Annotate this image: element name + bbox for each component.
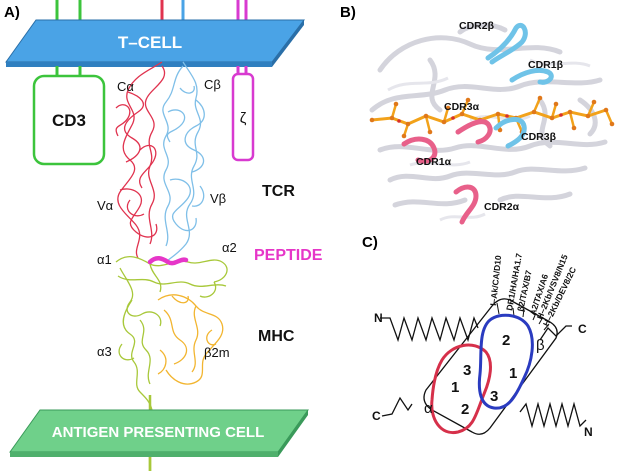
cdr2a-label: CDR2α xyxy=(484,201,520,213)
b2m-chain xyxy=(157,294,224,385)
alpha-symbol: α xyxy=(424,400,433,417)
beta-cdr-2: 2 xyxy=(502,332,510,349)
tcr-label: TCR xyxy=(262,183,295,200)
complex-label-1: I–Ak/CA/D10 xyxy=(488,255,503,307)
cdr1a-label: CDR1α xyxy=(416,156,452,168)
peptide-strand xyxy=(147,256,189,266)
cd3-box xyxy=(32,74,106,166)
alpha2-label: α2 xyxy=(222,240,237,255)
alpha-cdr-3: 3 xyxy=(463,362,471,379)
alpha-helix-zigzag xyxy=(519,401,587,429)
cdr2a-loop xyxy=(453,184,479,225)
mhc-surface-ribbons xyxy=(369,22,608,208)
tcr-beta-chain xyxy=(162,61,205,263)
beta-footprint-loop xyxy=(477,313,534,410)
cdr1b-label: CDR1β xyxy=(528,59,564,71)
c-right-label: C xyxy=(578,322,587,336)
cdr3a-label: CDR3α xyxy=(444,101,480,113)
zeta-label: ζ xyxy=(240,110,247,127)
cdr3b-label: CDR3β xyxy=(521,131,557,143)
panel-b-letter: B) xyxy=(340,4,356,21)
v-alpha-label: Vα xyxy=(97,198,114,213)
c-left-label: C xyxy=(372,409,381,423)
c-beta-label: Cβ xyxy=(204,77,221,92)
cdr2b-label: CDR2β xyxy=(459,20,495,32)
cdr2b-loop xyxy=(485,22,528,65)
n-left-label: N xyxy=(374,311,383,325)
alpha-cdr-2: 2 xyxy=(461,401,469,418)
cdr3a-loop xyxy=(455,119,493,145)
peptide-ball-stick xyxy=(369,95,615,139)
alpha-footprint-loop xyxy=(430,343,492,435)
beta-cdr-3: 3 xyxy=(490,388,498,405)
zeta-box xyxy=(231,72,255,162)
t-cell-membrane xyxy=(5,19,306,67)
apc-label: ANTIGEN PRESENTING CELL xyxy=(52,424,265,441)
v-beta-label: Vβ xyxy=(210,191,226,206)
tcr-alpha-chain xyxy=(115,61,165,259)
beta-symbol: β xyxy=(536,337,545,354)
beta-cdr-1: 1 xyxy=(509,365,517,382)
cd3-label: CD3 xyxy=(52,111,86,130)
mhc-label: MHC xyxy=(258,328,295,345)
alpha1-label: α1 xyxy=(97,252,112,267)
mhc-heavy-chain xyxy=(115,256,228,411)
panel-c-letter: C) xyxy=(362,234,378,251)
b2m-label: β2m xyxy=(204,345,230,360)
alpha3-label: α3 xyxy=(97,344,112,359)
panel-a-letter: A) xyxy=(4,4,20,21)
alpha-helix-c-tail xyxy=(381,396,413,417)
c-alpha-label: Cα xyxy=(117,79,134,94)
cdr1b-loop xyxy=(509,67,554,85)
peptide-label: PEPTIDE xyxy=(254,247,323,264)
t-cell-label: T–CELL xyxy=(118,33,182,52)
binding-footprint-frame xyxy=(423,298,558,435)
cdr1a-loop xyxy=(401,136,438,164)
alpha-cdr-1: 1 xyxy=(451,379,459,396)
beta-helix-zigzag xyxy=(380,315,479,343)
cdr3b-loop xyxy=(493,117,527,149)
n-right-label: N xyxy=(584,425,593,439)
apc-membrane xyxy=(9,409,309,457)
